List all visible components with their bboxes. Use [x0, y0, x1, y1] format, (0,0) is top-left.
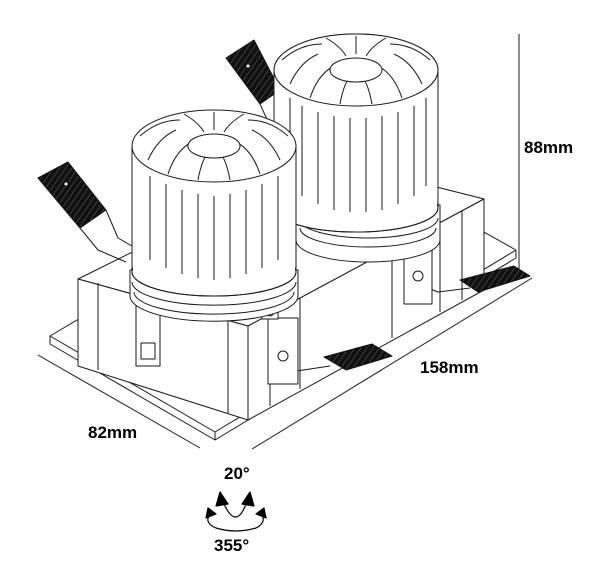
led-module-front [129, 109, 299, 322]
width-dimension-line [37, 354, 201, 449]
rotation-arc [207, 511, 264, 532]
tilt-rotation-arrows [205, 491, 267, 532]
tilt-arrow-right-icon [241, 491, 255, 507]
rotation-angle-label: 355° [214, 536, 250, 555]
height-label: 88mm [524, 138, 574, 157]
tilt-arc [223, 503, 247, 518]
rotation-arrow-left-icon [205, 507, 217, 519]
tilt-arrow-left-icon [215, 491, 229, 507]
heat-sink-fins-front [149, 176, 279, 280]
width-label: 82mm [88, 423, 138, 442]
length-label: 158mm [420, 358, 479, 377]
rotation-arrow-right-icon [255, 507, 267, 519]
length-dimension-line [251, 277, 533, 450]
spring-clip-rear-left [37, 161, 133, 263]
dimension-lines [37, 34, 533, 450]
led-module-rear [273, 33, 441, 263]
heat-sink-fins-rear [289, 98, 427, 212]
tilt-angle-label: 20° [224, 464, 250, 483]
